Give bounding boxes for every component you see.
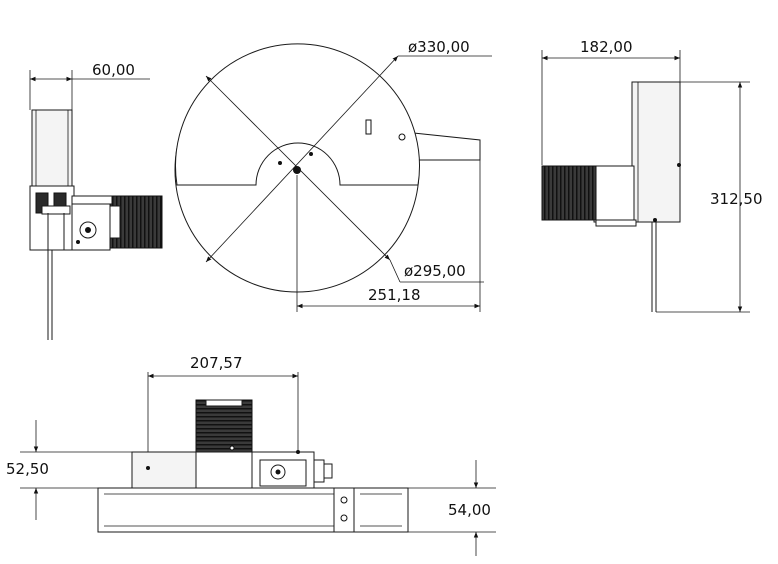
reel-housing [631,81,681,223]
front-view: ø330,00 ø295,00 251,18 [174,38,492,312]
gearbox-top [259,459,307,487]
dim-outer-diameter: ø330,00 [408,38,470,56]
top-view: 207,57 52,50 [6,354,496,556]
leader-line [389,259,401,283]
dim-right-width: 182,00 [580,38,633,56]
dim-side-width: 60,00 [92,61,135,79]
motor-top [195,399,253,455]
dim-bottom-right-height: 54,00 [448,501,491,519]
left-side-view: 60,00 [29,61,163,340]
dim-bottom-width: 207,57 [190,354,243,372]
dim-bottom-left-height: 52,50 [6,460,49,478]
dim-right-height: 312,50 [710,190,763,208]
motor-body [541,165,597,221]
reel-side-plate [31,109,73,191]
dim-inner-diameter: ø295,00 [404,262,466,280]
right-side-view: 182,00 312,50 [541,38,763,313]
dim-drum-offset: 251,18 [368,286,421,304]
